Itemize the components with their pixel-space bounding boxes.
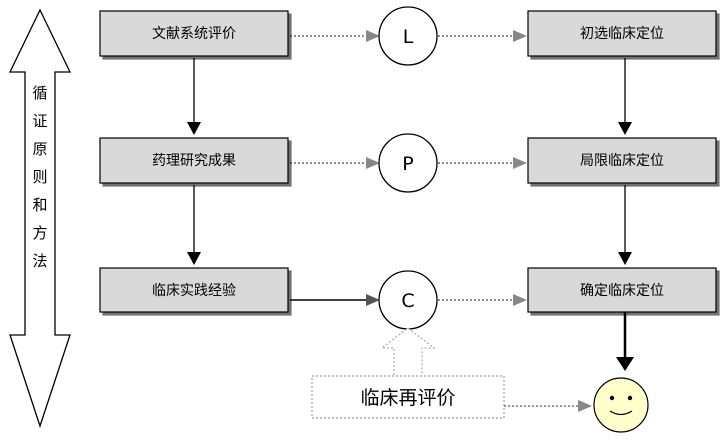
box-pharmacology-label: 药理研究成果 xyxy=(152,153,236,169)
circle-l-label: L xyxy=(403,26,414,48)
reevaluation-up-arrow xyxy=(380,327,436,375)
circle-c: C xyxy=(378,270,438,330)
side-arrow-char: 证 xyxy=(32,112,47,130)
box-initial-positioning: 初选临床定位 xyxy=(527,10,717,57)
side-arrow-char: 方 xyxy=(32,224,47,242)
evidence-principles-arrow: 循 证 原 则 和 方 法 xyxy=(8,8,72,429)
left-vertical-connectors xyxy=(187,58,201,265)
box-initial-positioning-label: 初选临床定位 xyxy=(580,25,664,42)
circle-c-label: C xyxy=(401,290,414,312)
reevaluation-to-smiley-connector xyxy=(504,400,592,412)
side-arrow-char: 和 xyxy=(32,196,47,214)
circle-p: P xyxy=(378,133,438,193)
box-clinical-practice: 临床实践经验 xyxy=(99,267,289,313)
box-limited-positioning-label: 局限临床定位 xyxy=(580,153,664,169)
box-reevaluation-label: 临床再评价 xyxy=(360,387,455,409)
side-arrow-char: 循 xyxy=(32,84,47,102)
side-arrow-char: 法 xyxy=(32,252,47,270)
box-limited-positioning: 局限临床定位 xyxy=(527,137,717,184)
right-vertical-connectors xyxy=(616,58,634,371)
smiley-face-icon xyxy=(593,377,649,433)
box-literature-review-label: 文献系统评价 xyxy=(152,26,236,42)
side-arrow-char: 原 xyxy=(32,140,47,158)
side-arrow-char: 则 xyxy=(32,168,47,186)
box-confirmed-positioning-label: 确定临床定位 xyxy=(580,283,664,299)
box-pharmacology: 药理研究成果 xyxy=(99,137,289,184)
box-reevaluation: 临床再评价 xyxy=(311,375,505,419)
left-boxes: 文献系统评价 药理研究成果 临床实践经验 xyxy=(99,10,289,313)
box-literature-review: 文献系统评价 xyxy=(99,10,289,57)
circles: L P C xyxy=(378,6,438,330)
right-boxes: 初选临床定位 局限临床定位 确定临床定位 xyxy=(527,10,717,313)
box-clinical-practice-label: 临床实践经验 xyxy=(152,283,236,299)
horizontal-connectors xyxy=(290,30,527,306)
circle-l: L xyxy=(378,6,438,66)
box-confirmed-positioning: 确定临床定位 xyxy=(527,267,717,313)
circle-p-label: P xyxy=(402,153,413,175)
